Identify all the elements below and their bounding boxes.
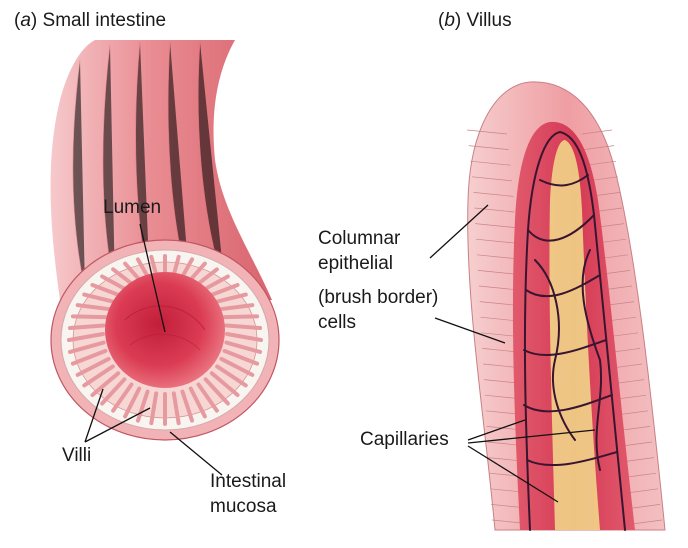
panel-b-letter: b <box>444 10 455 31</box>
panel-a-title: (a) Small intestine <box>14 10 166 32</box>
capillaries-label: Capillaries <box>360 428 449 451</box>
panel-a-letter: a <box>20 10 31 31</box>
villus-drawing <box>467 82 665 530</box>
villus-fold <box>70 325 104 328</box>
intestinal-mucosa-label-line2: mucosa <box>210 495 277 518</box>
panel-a-title-text: Small intestine <box>43 10 167 31</box>
panel-b-title: (b) Villus <box>438 10 512 32</box>
lumen-label: Lumen <box>103 196 161 219</box>
villus-fold <box>224 316 257 317</box>
intestinal-mucosa-label-line1: Intestinal <box>210 470 286 493</box>
intestine-cross-section <box>51 240 279 440</box>
columnar-label-line3: (brush border) <box>318 286 438 309</box>
villus-fold <box>73 316 106 317</box>
villus-fold <box>226 325 260 328</box>
columnar-label-line2: epithelial <box>318 252 393 275</box>
panel-b-title-text: Villus <box>467 10 512 31</box>
columnar-label-line1: Columnar <box>318 227 400 250</box>
mucosa-leader <box>170 432 222 475</box>
columnar-label-line4: cells <box>318 311 356 334</box>
villi-label: Villi <box>62 444 91 467</box>
